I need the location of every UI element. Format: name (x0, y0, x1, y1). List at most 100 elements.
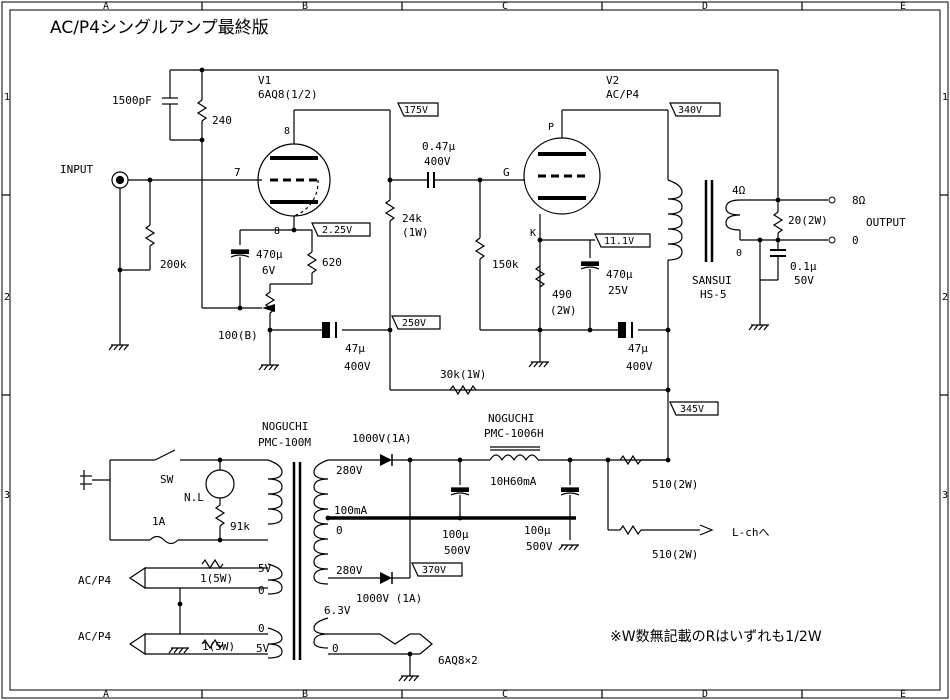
grid-col-c-bottom: C (502, 689, 508, 700)
v1-r-load: 24k (402, 212, 422, 225)
c1-value: 100μ (442, 528, 469, 541)
ot-brand: SANSUI (692, 274, 732, 287)
v2-pin-plate: P (548, 122, 554, 133)
r-drop: 30k(1W) (440, 368, 486, 381)
diode-a: 1000V(1A) (352, 432, 412, 445)
v2-r-grid: 150k (492, 258, 519, 271)
grid-col-d-bottom: D (702, 689, 708, 700)
v2-name: V2 (606, 74, 619, 87)
c1-voltage: 500V (444, 544, 471, 557)
v1-pin-plate: 8 (284, 126, 290, 137)
choke-spec: 10H60mA (490, 475, 537, 488)
ot-model: HS-5 (700, 288, 727, 301)
v2-c-dec-v: 400V (626, 360, 653, 373)
grid-col-a-top: A (103, 1, 109, 12)
heater-5v-b: 5V (256, 642, 270, 655)
fb-resistor: 240 (212, 114, 232, 127)
heater-6v3: 6.3V (324, 604, 351, 617)
v2-pin-cathode: K (530, 228, 536, 239)
heater-0-b: 0 (258, 622, 265, 635)
ot-tap: 4Ω (732, 184, 746, 197)
output-label: OUTPUT (866, 216, 906, 229)
heater-6v3-0: 0 (332, 642, 339, 655)
out-c: 0.1μ (790, 260, 817, 273)
fb-cap: 1500pF (112, 94, 152, 107)
input-wiring (111, 171, 262, 346)
grid-col-e-bottom: E (900, 689, 906, 700)
input-label: INPUT (60, 163, 93, 176)
grid-col-e-top: E (900, 1, 906, 12)
tube-v2 (523, 137, 601, 215)
v2-r-k: 490 (552, 288, 572, 301)
coupling-cap-v: 400V (424, 155, 451, 168)
c2-value: 100μ (524, 524, 551, 537)
heater-acp4-a: AC/P4 (78, 574, 111, 587)
out-8ohm: 8Ω (852, 194, 866, 207)
voltage-flags (311, 102, 721, 577)
choke-brand: NOGUCHI (488, 412, 534, 425)
choke-model: PMC-1006H (484, 427, 544, 440)
v2-pin-grid: G (503, 166, 510, 179)
heater-r-b: 1(5W) (202, 640, 235, 653)
v1-r-k: 620 (322, 256, 342, 269)
heater-acp4-b: AC/P4 (78, 630, 111, 643)
v2-cap-k: 470μ (606, 268, 633, 281)
heater-wiring (128, 563, 433, 677)
v1-supply-voltage: 250V (402, 318, 426, 329)
inner-border (9, 9, 941, 691)
l-ch-label: L-chへ (732, 526, 770, 539)
heater-5v-a: 5V (258, 562, 272, 575)
coupling-wiring (390, 172, 618, 331)
v2-cap-k-v: 25V (608, 284, 628, 297)
heater-0-a: 0 (258, 584, 265, 597)
v2-cathode-voltage: 11.1V (604, 236, 634, 247)
pt-model: PMC-100M (258, 436, 311, 449)
sec-100ma: 100mA (334, 504, 367, 517)
coupling-cap: 0.47μ (422, 140, 455, 153)
v1-cathode-voltage: 2.25V (322, 225, 352, 236)
sec-280b: 280V (336, 564, 363, 577)
v1-pin-cathode: 8 (274, 226, 280, 237)
footnote: ※W数無記載のRはいずれも1/2W (610, 628, 822, 645)
v1-c-dec: 47μ (345, 342, 365, 355)
output-transformer (667, 179, 828, 326)
v1-c-dec-v: 400V (344, 360, 371, 373)
grid-row-1-right: 1 (942, 92, 948, 103)
v1-plate-voltage: 175V (404, 105, 428, 116)
grid-col-d-top: D (702, 1, 708, 12)
ot-zero: 0 (736, 248, 742, 259)
feedback-wiring (162, 69, 779, 309)
c2-voltage: 500V (526, 540, 553, 553)
out-c-v: 50V (794, 274, 814, 287)
neon-label: N.L (184, 491, 204, 504)
switch-label: SW (160, 473, 174, 486)
v1-wiring (230, 109, 396, 390)
sec-0: 0 (336, 524, 343, 537)
v2-type: AC/P4 (606, 88, 639, 101)
v1-cap-k-v: 6V (262, 264, 276, 277)
heater-r-a: 1(5W) (200, 572, 233, 585)
sec-280a: 280V (336, 464, 363, 477)
grid-row-3-right: 3 (942, 490, 948, 501)
v1-name: V1 (258, 74, 271, 87)
grid-col-b-top: B (302, 1, 308, 12)
out-0: 0 (852, 234, 859, 247)
v1-vr: 100(B) (218, 329, 258, 342)
grid-row-2-left: 2 (4, 292, 10, 303)
v1-pin-grid: 7 (234, 166, 241, 179)
diode-b: 1000V (1A) (356, 592, 422, 605)
tube-v1 (257, 143, 331, 217)
input-r-grid: 200k (160, 258, 187, 271)
grid-row-3-left: 3 (4, 490, 10, 501)
v1-r-load-w: (1W) (402, 226, 429, 239)
grid-col-a-bottom: A (103, 689, 109, 700)
grid-col-b-bottom: B (302, 689, 308, 700)
v1-cap-k: 470μ (256, 248, 283, 261)
r1-value: 510(2W) (652, 478, 698, 491)
supply-voltage: 345V (680, 404, 704, 415)
out-r: 20(2W) (788, 214, 828, 227)
heater-6aq8: 6AQ8×2 (438, 654, 478, 667)
